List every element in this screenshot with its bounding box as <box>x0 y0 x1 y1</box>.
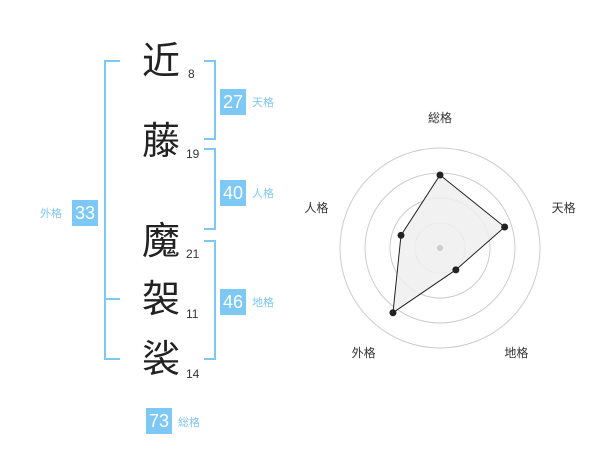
gaikaku-bracket-bottom <box>104 358 120 360</box>
radar-axis-label-3: 外格 <box>352 345 376 360</box>
stroke-count-2: 19 <box>186 147 200 161</box>
stroke-count-5: 14 <box>186 367 200 381</box>
radar-point-2 <box>452 266 460 274</box>
stroke-count-4: 11 <box>186 307 199 321</box>
radar-ring-4 <box>339 147 541 349</box>
tenkaku-bracket-bottom <box>204 138 216 140</box>
chikaku-bracket-top <box>204 240 216 242</box>
soukaku-label: 総格 <box>178 416 200 429</box>
radar-point-1 <box>501 223 509 231</box>
kanji-2: 藤 <box>142 119 181 163</box>
stroke-count-3: 21 <box>186 247 200 261</box>
kanji-1: 近 <box>142 39 181 83</box>
chikaku-badge: 46 <box>220 289 246 315</box>
gaikaku-bracket-mid <box>104 298 120 300</box>
jinkaku-badge: 40 <box>220 180 246 206</box>
jinkaku-bracket-top <box>204 148 216 150</box>
radar-axis-label-4: 人格 <box>304 200 328 215</box>
chikaku-bracket-bottom <box>204 358 216 360</box>
radar-polygon <box>392 174 506 314</box>
gaikaku-label: 外格 <box>40 207 62 220</box>
tenkaku-bracket-top <box>204 60 216 62</box>
radar-axis-label-0: 総格 <box>428 110 452 125</box>
tenkaku-bracket <box>214 60 216 140</box>
radar-point-4 <box>397 231 405 239</box>
radar-point-3 <box>389 309 397 317</box>
chikaku-label: 地格 <box>252 296 274 309</box>
stroke-count-1: 8 <box>188 67 195 81</box>
kanji-5: 裟 <box>142 337 181 381</box>
gaikaku-bracket <box>104 60 106 360</box>
jinkaku-bracket-bottom <box>204 228 216 230</box>
gaikaku-bracket-top <box>104 60 120 62</box>
radar-point-0 <box>436 171 444 179</box>
radar-points <box>389 171 509 317</box>
kanji-3: 魔 <box>142 219 181 263</box>
radar-axis-label-1: 天格 <box>552 200 576 215</box>
soukaku-badge: 73 <box>146 408 172 434</box>
tenkaku-label: 天格 <box>252 96 274 109</box>
radar-axis-label-2: 地格 <box>504 345 528 360</box>
gaikaku-badge: 33 <box>72 200 98 226</box>
radar-center <box>437 245 443 251</box>
jinkaku-label: 人格 <box>252 187 274 200</box>
kanji-4: 袈 <box>142 277 181 321</box>
chikaku-bracket <box>214 240 216 360</box>
tenkaku-badge: 27 <box>220 89 246 115</box>
jinkaku-bracket <box>214 148 216 230</box>
